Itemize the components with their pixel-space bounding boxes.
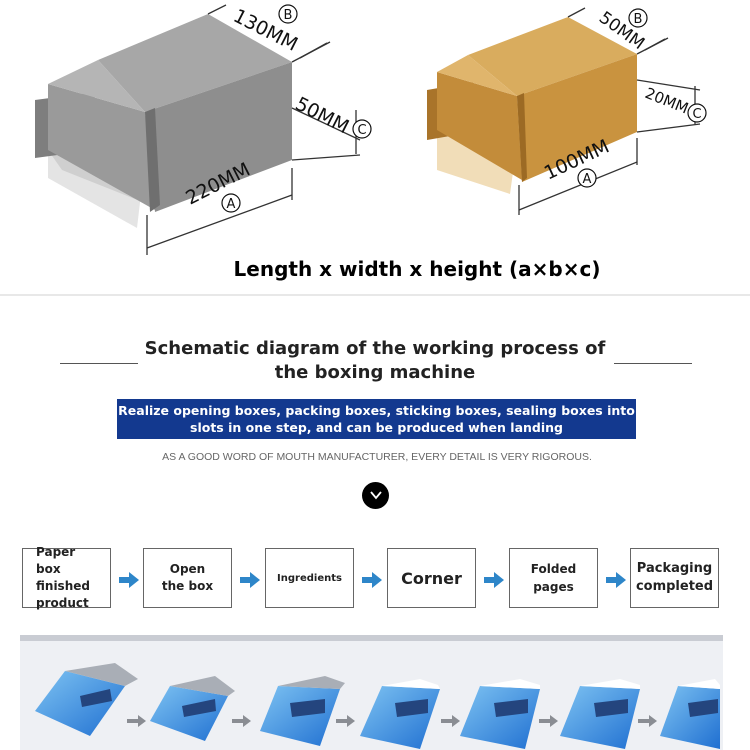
svg-text:A: A bbox=[227, 197, 236, 212]
kraft-box bbox=[427, 17, 637, 194]
flow-arrow-icon bbox=[119, 572, 139, 588]
svg-text:B: B bbox=[634, 12, 643, 27]
stage-4-box bbox=[360, 679, 440, 749]
stage-arrow-icon bbox=[539, 715, 558, 727]
svg-text:C: C bbox=[357, 123, 366, 138]
stage-arrow-icon bbox=[127, 715, 146, 727]
gray-box-c-marker: C bbox=[352, 119, 372, 139]
scroll-down-button[interactable] bbox=[362, 482, 389, 509]
stage-3-box bbox=[260, 676, 345, 746]
gray-box-c-value: 50MM bbox=[292, 93, 353, 138]
svg-text:A: A bbox=[583, 172, 592, 187]
process-step-1: Paper box finished product bbox=[22, 545, 111, 610]
process-step-2: Open the box bbox=[143, 548, 232, 608]
chevron-down-icon bbox=[369, 489, 382, 504]
photo-strip-top-bar bbox=[20, 635, 723, 641]
process-step-4: Corner bbox=[387, 548, 476, 608]
box-stage-illustrations bbox=[35, 663, 720, 749]
kraft-box-b-marker: B bbox=[628, 8, 648, 28]
gray-box-dim-lines bbox=[146, 4, 361, 255]
flow-arrow-icon bbox=[362, 572, 382, 588]
svg-text:B: B bbox=[284, 8, 293, 23]
stage-arrow-icon bbox=[638, 715, 657, 727]
flow-arrow-icon bbox=[484, 572, 504, 588]
title-rule-right bbox=[614, 363, 692, 364]
gray-box-b-marker: B bbox=[278, 4, 298, 24]
section-divider bbox=[0, 294, 750, 296]
box-dimension-diagrams: 130MM B 50MM C 220MM A 50MM B 20MM bbox=[35, 4, 707, 255]
process-step-6: Packaging completed bbox=[630, 548, 719, 608]
flow-arrow-icon bbox=[240, 572, 260, 588]
feature-banner: Realize opening boxes, packing boxes, st… bbox=[117, 399, 636, 439]
dimension-formula: Length x width x height (a×b×c) bbox=[233, 257, 601, 281]
process-step-3: Ingredients bbox=[265, 548, 354, 608]
banner-text: Realize opening boxes, packing boxes, st… bbox=[118, 403, 635, 435]
kraft-box-c-value: 20MM bbox=[643, 84, 691, 118]
flow-arrow-icon bbox=[606, 572, 626, 588]
section-title: Schematic diagram of the working process… bbox=[144, 338, 606, 383]
process-step-5: Folded pages bbox=[509, 548, 598, 608]
title-rule-left bbox=[60, 363, 138, 364]
tagline: AS A GOOD WORD OF MOUTH MANUFACTURER, EV… bbox=[162, 451, 592, 463]
stage-arrow-icon bbox=[441, 715, 460, 727]
gray-box bbox=[35, 14, 292, 228]
kraft-box-a-marker: A bbox=[577, 168, 597, 188]
stage-6-box bbox=[560, 679, 640, 749]
stage-7-box bbox=[660, 679, 720, 749]
stage-1-box bbox=[35, 663, 138, 736]
stage-2-box bbox=[150, 676, 235, 741]
gray-box-a-marker: A bbox=[221, 193, 241, 213]
stage-arrow-icon bbox=[336, 715, 355, 727]
stage-arrow-icon bbox=[232, 715, 251, 727]
stage-5-box bbox=[460, 679, 540, 749]
svg-text:C: C bbox=[692, 107, 701, 122]
kraft-box-c-marker: C bbox=[687, 103, 707, 123]
